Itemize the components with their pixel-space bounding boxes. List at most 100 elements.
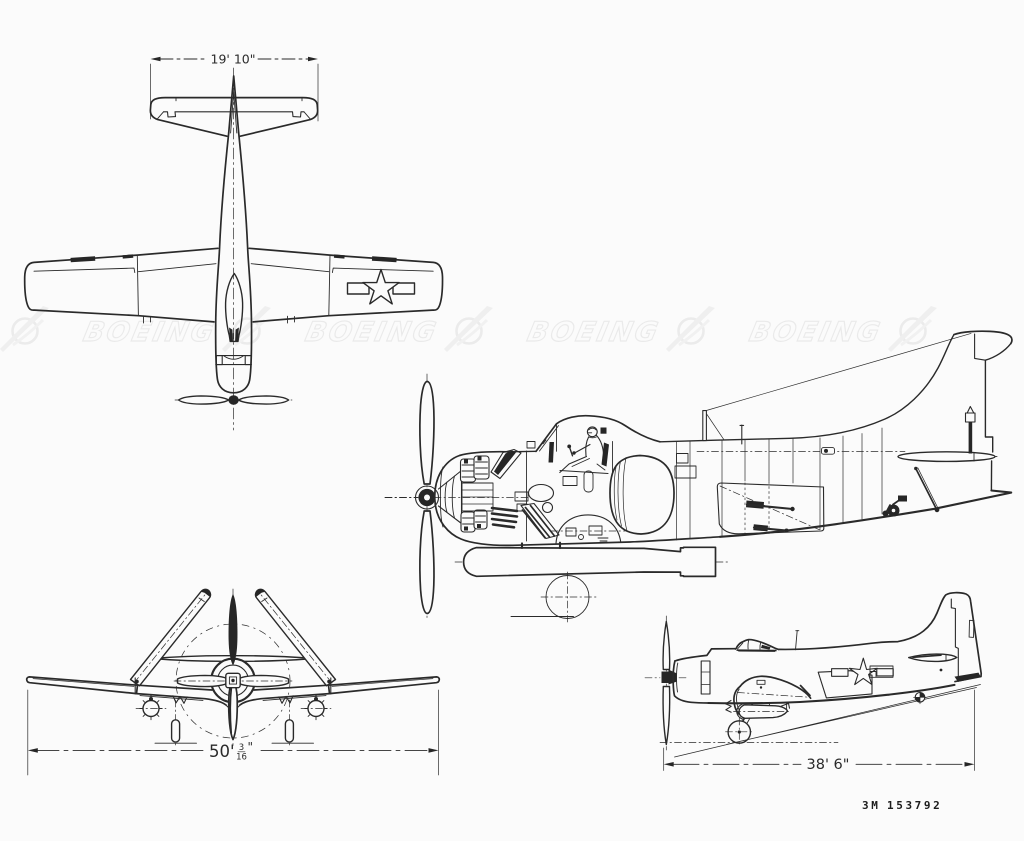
cutaway-antenna (702, 333, 972, 445)
cutaway-frames (676, 427, 906, 541)
front-folded-wings-shape-4 (198, 597, 205, 602)
top-fuselage-shape-4 (223, 355, 244, 360)
cutaway-dive-brake-shape-5 (790, 506, 795, 512)
length-label: 38' 6" (807, 757, 850, 773)
cutaway-engine-shape-15 (490, 506, 519, 529)
side-fuselage-shape-4 (777, 591, 983, 683)
cutaway-fuselage-shape-8 (984, 342, 1012, 492)
cutaway-wing-root-shape-3 (565, 527, 577, 537)
side-fuselage (672, 591, 983, 705)
side-insignia-shape-2 (831, 668, 849, 677)
side-fuselage-shape-8 (737, 642, 744, 650)
side-tail-shape-6 (954, 672, 981, 682)
top-right-wing-shape-6 (287, 315, 295, 324)
cutaway-propeller-shape-6 (424, 494, 430, 501)
cutaway-engine-shape-2 (444, 475, 455, 519)
top-stabilizer-shape-2 (175, 97, 303, 102)
side-drop-tank (724, 699, 792, 721)
cutaway-tail-shape-4 (891, 508, 896, 513)
front-wings-shape-5 (136, 684, 330, 691)
cutaway-engine-shape-10 (464, 524, 481, 531)
side-insignia-shape-5 (799, 684, 811, 697)
cutaway-fuel-tank (609, 454, 675, 535)
cutaway-fuselage-shape-11 (512, 535, 721, 547)
cutaway-frames-shape-1 (676, 427, 883, 541)
side-propeller-shape-5 (661, 671, 669, 683)
cutaway-dive-brake (716, 482, 825, 535)
cutaway-wing-root-shape-4 (588, 525, 603, 536)
dimension-wing-span: 50' 3 16 " (27, 689, 439, 776)
side-insignia-shape-7 (869, 665, 894, 678)
cutaway-cockpit-shape-13 (674, 465, 697, 479)
top-canopy (224, 272, 244, 343)
top-right-wing-shape-1 (248, 247, 444, 323)
cutaway-engine (437, 448, 560, 542)
watermark-row: BOEING BOEING BOEING BOEING (0, 304, 939, 354)
watermark-text: BOEING (81, 317, 219, 348)
side-insignia-shape-6 (939, 668, 943, 672)
cutaway-tail-shape-2 (973, 451, 998, 462)
front-wheel-left (135, 694, 167, 721)
top-left-wing-shape-1 (23, 247, 219, 323)
cutaway-wing-root (550, 514, 626, 545)
cutaway-tail (882, 405, 998, 517)
top-left-wing-shape-3 (136, 254, 139, 317)
cutaway-dive-brake-shape-7 (752, 526, 788, 532)
top-fuselage-shape-1 (214, 132, 253, 394)
cutaway-engine-shape-5 (461, 461, 488, 478)
front-wings-shape-1 (25, 676, 139, 695)
front-view: 50' 3 16 " (25, 588, 441, 776)
cutaway-cockpit-shape-7 (562, 476, 578, 486)
cutaway-fuselage-shape-7 (953, 330, 1013, 345)
cutaway-view (384, 330, 1013, 623)
dimension-length-shape-4 (964, 762, 975, 767)
side-wing-shape-4 (737, 692, 810, 698)
cutaway-cockpit-shape-6 (596, 463, 606, 471)
cutaway-cockpit-shape-12 (676, 453, 689, 464)
top-fuselage-shape-3 (215, 355, 252, 366)
side-nose-shape-2 (700, 660, 711, 695)
cutaway-fuel-tank-shape-2 (613, 457, 628, 532)
side-fuselage-shape-7 (736, 649, 777, 652)
pilot-figure-shape-3 (600, 427, 607, 434)
side-nose-shape-1 (676, 662, 679, 693)
top-right-wing-shape-2 (250, 263, 434, 274)
top-canopy-shape-2 (229, 327, 233, 341)
front-propeller-shape-9 (231, 678, 235, 683)
cutaway-wing-root-shape-6 (597, 537, 609, 542)
cg-symbol-shape-2 (920, 692, 925, 698)
pilot-figure-shape-8 (572, 451, 576, 455)
cutaway-dive-brake-shape-8 (784, 528, 789, 533)
cutaway-tail-shape-10 (934, 507, 940, 513)
cutaway-cockpit-shape-1 (548, 442, 554, 463)
front-wings-shape-12 (172, 695, 294, 704)
insignia-top-shape-3 (362, 268, 400, 305)
dimension-wing-span-shape-1 (27, 689, 439, 776)
cutaway-wheel-ghost (510, 571, 597, 623)
front-wings-shape-9 (134, 677, 332, 695)
front-folded-wings-shape-6 (259, 593, 333, 684)
top-propeller-shape-3 (238, 395, 290, 405)
cutaway-cockpit-shape-3 (601, 442, 609, 467)
top-propeller (174, 395, 293, 405)
dimension-length-shape-1 (663, 689, 975, 771)
side-nose (676, 630, 800, 695)
wing-span-frac-num: 3 (239, 743, 244, 753)
cutaway-torpedo (454, 541, 731, 578)
front-wings (25, 676, 441, 709)
cutaway-dive-brake-shape-4 (745, 503, 794, 511)
cutaway-engine-shape-6 (464, 456, 482, 464)
front-folded-wings (129, 588, 337, 687)
top-stabilizer-shape-3 (162, 111, 305, 118)
cutaway-engine-shape-12 (461, 489, 494, 505)
wing-span-unit: " (248, 740, 254, 754)
insignia-top (346, 268, 416, 305)
top-fuselage (214, 132, 253, 394)
side-canopy-shape-2 (761, 644, 771, 650)
front-wheel-right (300, 694, 332, 721)
side-tail-shape-4 (912, 654, 942, 659)
side-wing-shape-3 (736, 688, 741, 712)
front-landing-gear-shape-2 (170, 719, 181, 743)
cutaway-cockpit-shape-9 (514, 491, 529, 502)
top-view: 19' 10" (23, 52, 444, 431)
